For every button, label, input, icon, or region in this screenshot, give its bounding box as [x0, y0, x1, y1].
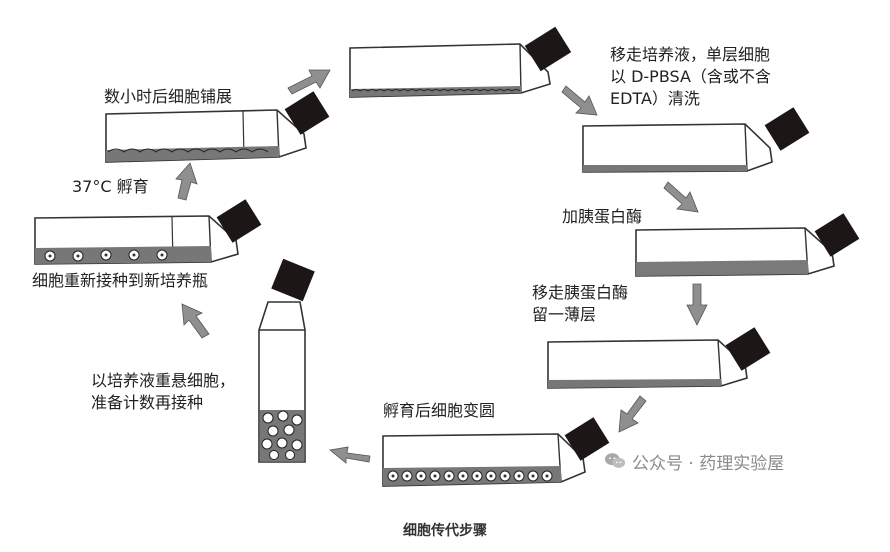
label-remove-medium-wash: 移走培养液，单层细胞以 D-PBSA（含或不含 EDTA）清洗 [610, 45, 771, 108]
watermark-text: 公众号 · 药理实验屋 [632, 453, 785, 474]
flask-cap [524, 26, 572, 72]
arrow-thin-to-bottom [618, 395, 647, 433]
flask-left-reseed [34, 199, 262, 265]
flask-cap [725, 327, 771, 371]
label-add-trypsin: 加胰蛋白酶 [562, 207, 643, 226]
label-remove-trypsin: 移走胰蛋白酶留一薄层 [532, 283, 629, 324]
arrow-top-to-wash [561, 85, 598, 116]
flask-cap [216, 199, 262, 243]
flask-top [349, 26, 572, 98]
label-resuspend: 以培养液重悬细胞，准备计数再接种 [91, 371, 236, 412]
arrow-spread-to-top [287, 69, 331, 95]
flask-cap [564, 417, 610, 461]
arrow-vertical-to-reseed [181, 303, 210, 339]
figure-caption: 细胞传代步骤 [403, 523, 487, 539]
label-incubate-37: 37°C 孵育 [72, 177, 149, 196]
arrow-trypsin-to-thin [686, 283, 708, 326]
flask-bottom-rounded [382, 417, 610, 487]
watermark: 公众号 · 药理实验屋 [604, 448, 784, 474]
flask-right-trypsin [635, 213, 860, 277]
wechat-icon [604, 453, 626, 468]
flask-cap [764, 107, 810, 151]
arrow-reseed-to-spread [175, 162, 198, 201]
flask-right-wash [582, 107, 810, 173]
label-spread: 数小时后细胞铺展 [104, 87, 233, 106]
flask-vertical-resuspend [258, 258, 315, 463]
flask-cap [284, 91, 330, 135]
arrow-wash-to-trypsin [663, 181, 699, 213]
arrow-bottom-to-vertical [329, 446, 371, 464]
flask-cap [271, 258, 315, 302]
flask-right-thin-layer [547, 327, 771, 389]
label-reseed: 细胞重新接种到新培养瓶 [32, 271, 209, 290]
flask-cap [814, 213, 860, 257]
label-incubate-round: 孵育后细胞变圆 [383, 401, 496, 420]
flask-left-spread [105, 91, 330, 163]
